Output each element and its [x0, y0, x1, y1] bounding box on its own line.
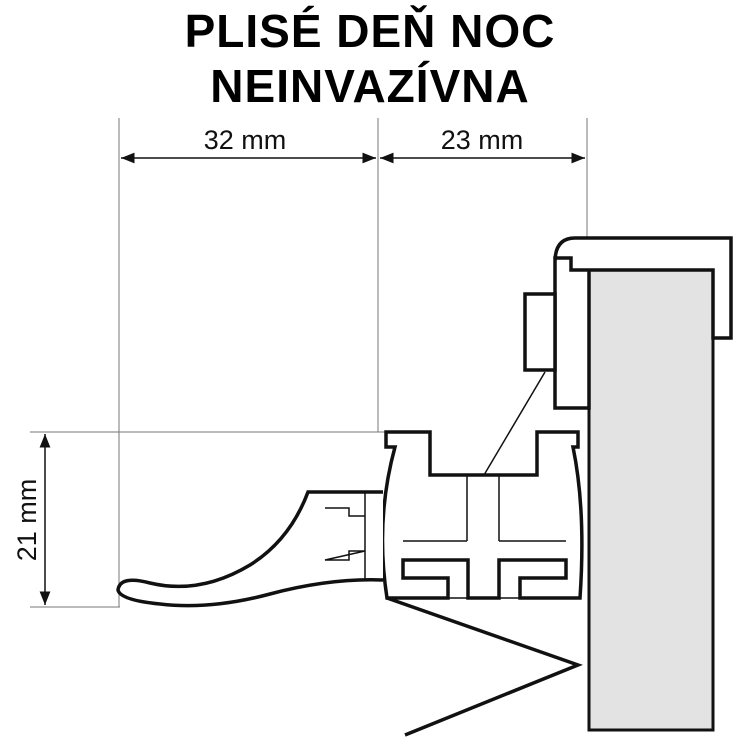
glass-pane — [587, 268, 715, 732]
bracket-clip — [523, 292, 557, 372]
handle[interactable] — [116, 490, 384, 608]
pleated-fabric — [386, 596, 583, 737]
rail-profile — [380, 430, 584, 600]
profile-inner-lines — [403, 475, 566, 599]
dimension-arrows — [39, 152, 585, 605]
dim-label-32: 32 mm — [204, 125, 287, 155]
dim-label-23: 23 mm — [441, 125, 524, 155]
title-line-1: PLISÉ DEŇ NOC — [184, 5, 556, 57]
cord-line — [483, 371, 546, 476]
handle-clip — [324, 507, 366, 561]
title-line-2: NEINVAZÍVNA — [210, 60, 530, 112]
dim-label-21: 21 mm — [12, 479, 42, 562]
